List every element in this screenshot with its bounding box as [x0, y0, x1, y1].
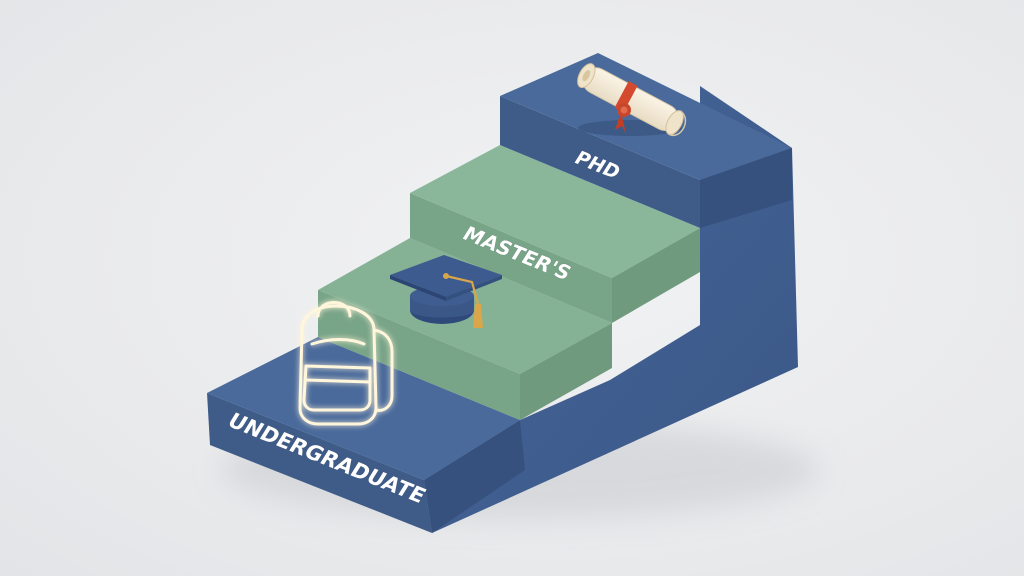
undergrad-step-side — [424, 420, 525, 533]
masters-upper-riser — [410, 193, 612, 323]
undergrad-step-front — [207, 393, 432, 533]
masters-lower-side — [520, 323, 612, 420]
diploma-scroll-icon — [577, 63, 687, 137]
masters-lower-riser — [318, 290, 520, 420]
masters-upper-side — [612, 228, 700, 323]
stair-structure — [207, 53, 798, 533]
phd-block-side — [700, 148, 792, 228]
masters-upper-tread — [410, 145, 700, 278]
phd-block-front — [500, 96, 700, 228]
backpack-icon — [298, 301, 394, 426]
graduation-cap-icon — [390, 255, 502, 328]
